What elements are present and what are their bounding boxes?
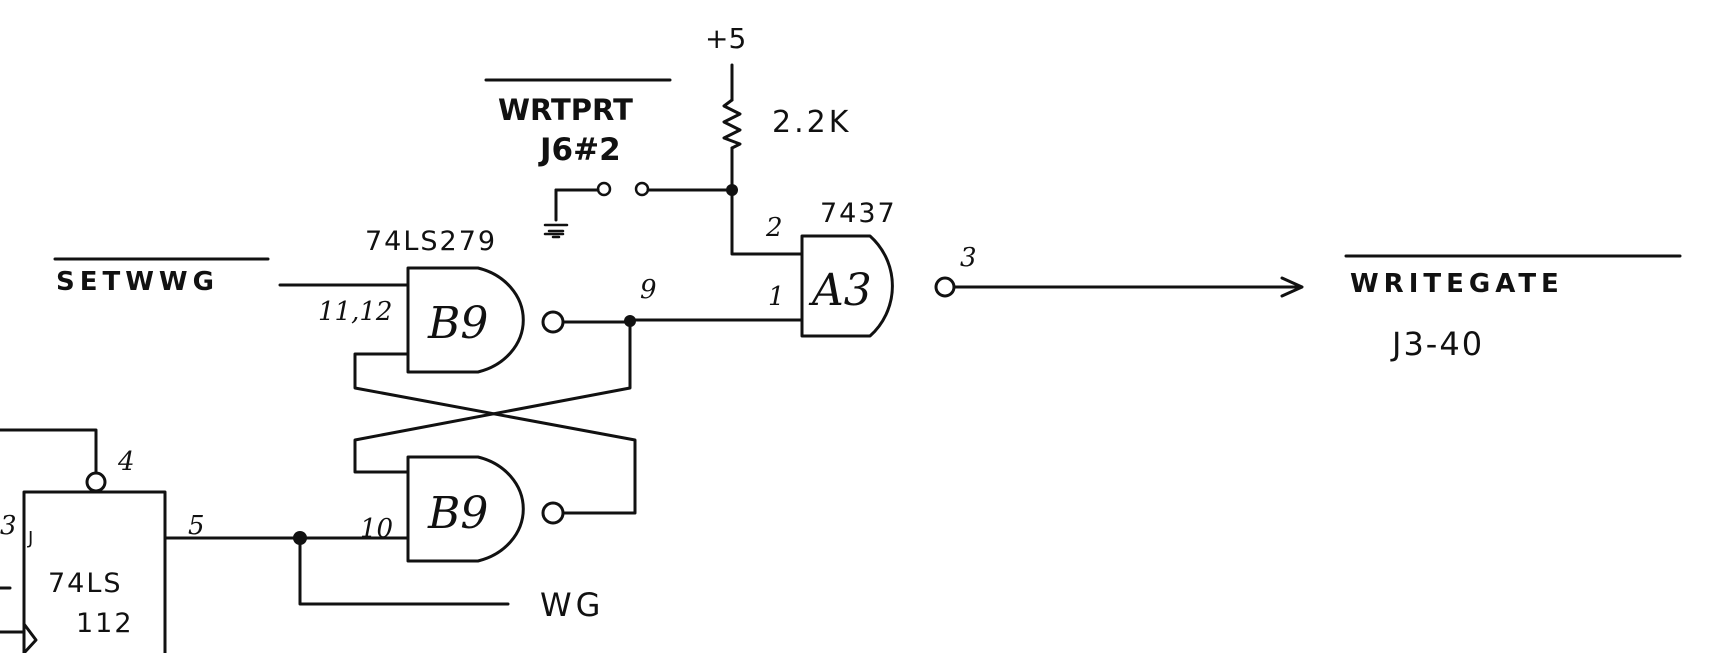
wg-wire [298, 536, 510, 606]
a3-pin-2: 2 [765, 213, 783, 243]
pullup-resistor [722, 98, 742, 150]
flipflop-pin-4: 4 [117, 447, 135, 477]
a3-gate-label: A3 [808, 265, 872, 316]
b9-bottom-nand-gate [406, 455, 525, 563]
b9-part-number: 74LS279 [365, 226, 497, 257]
a3-pin-3: 3 [960, 243, 977, 273]
output-arrow-icon [1280, 276, 1304, 298]
b9-top-nand-gate [406, 266, 525, 374]
b9-top-gate-label: B9 [427, 298, 488, 349]
writegate-label: WRITEGATE [1350, 269, 1564, 299]
jumper-id: J6#2 [538, 132, 621, 168]
flipflop-pin-left-a: 3 [0, 511, 17, 541]
b9-top-output-bubble [541, 310, 565, 334]
preset-wire [0, 428, 98, 475]
b9-top-pin-9: 9 [640, 275, 657, 305]
wrtprt-label: WRTPRT [498, 93, 633, 127]
flipflop-pin-5: 5 [188, 511, 205, 541]
resistor-value: 2.2K [772, 105, 851, 140]
cross-wire-top-to-bottom [353, 320, 632, 474]
b9-bottom-gate-label: B9 [427, 488, 488, 539]
writegate-connector: J3-40 [1390, 325, 1484, 363]
a3-input2-wire [730, 250, 804, 256]
clock-arrow-icon [22, 622, 38, 653]
flipflop-part-line2: 112 [76, 608, 134, 639]
a3-part-number: 7437 [820, 198, 897, 229]
ground-icon [543, 223, 569, 239]
wg-label: WG [540, 586, 604, 624]
b9-bottom-output-bubble [541, 501, 565, 525]
flipflop-pin-j: J [27, 528, 33, 549]
jumper-pin-right [634, 181, 650, 197]
jumper-pin-left [596, 181, 612, 197]
b9-top-pin-in: 11,12 [318, 297, 392, 327]
a3-nand-gate [800, 234, 894, 338]
a3-pin-1: 1 [768, 282, 785, 312]
setwwg-label: SETWWG [56, 267, 219, 297]
supply-label: +5 [705, 22, 746, 55]
a3-output-bubble [934, 276, 956, 298]
preset-bubble [85, 471, 107, 493]
flipflop-part-line1: 74LS [48, 568, 123, 599]
